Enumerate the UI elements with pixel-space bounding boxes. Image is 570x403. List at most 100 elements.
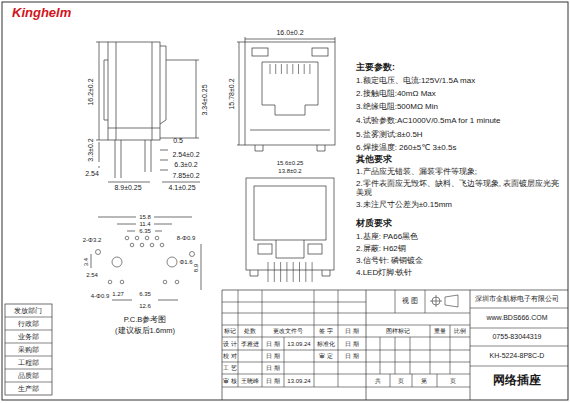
title-block-cell: 日 期: [266, 353, 280, 360]
drawing-stroke: [120, 280, 124, 284]
dimension-text: 3.4: [83, 258, 90, 266]
drawing-stroke: [99, 142, 100, 162]
drawing-stroke: [366, 387, 470, 388]
drawing-stroke: [130, 243, 134, 247]
title-block-cell: 审 核: [223, 377, 237, 384]
drawing-stroke: [163, 280, 167, 284]
title-block-cell: 王晓峰: [241, 377, 259, 384]
drawing-stroke: [436, 295, 437, 307]
note-text: 3.绝缘电阻:500MΩ Min: [356, 102, 438, 111]
department-cell: 行政部: [18, 320, 39, 327]
dimension-text: 2.54: [85, 170, 99, 178]
note-text: 4.LED灯脚:铁针: [356, 268, 412, 277]
title-block-cell: 更改文件号: [273, 328, 303, 335]
title-block-cell: 日 期: [266, 340, 280, 347]
drawing-stroke: [450, 325, 451, 337]
drawing-stroke: [284, 337, 285, 387]
drawing-stroke: [166, 60, 199, 61]
drawing-stroke: [140, 243, 144, 247]
drawing-stroke: [5, 369, 52, 370]
dimension-text: 2.54: [86, 272, 98, 279]
dimension-text: 6.35: [139, 228, 151, 235]
view-symbol: [430, 295, 458, 307]
dimension-text: 3.3±0.2: [87, 138, 95, 161]
title-block-cell: 13.09.24: [287, 377, 310, 384]
dimension-text: 1.27: [112, 291, 124, 298]
title-block-cell: 日 期: [345, 353, 359, 360]
dimension-text: 15.78±0.2: [228, 78, 236, 109]
drawing-stroke: [314, 290, 315, 387]
title-block-cell: 页: [450, 377, 456, 384]
drawing-stroke: [270, 64, 271, 74]
drawing-stroke: [437, 374, 438, 387]
drawing-stroke: [262, 290, 263, 387]
drawing-stroke: [99, 166, 100, 168]
title-block-cell: 处数: [244, 328, 256, 335]
drawing-stroke: [245, 42, 335, 145]
dimension-text: 12.6: [139, 303, 151, 310]
note-text: 2.零件表面应无毁坏、缺料、飞边等现象, 表面镀层应光亮美观: [356, 179, 561, 197]
title-block-cell: 校 对: [223, 353, 237, 360]
dimension-text: 8.9±0.25: [114, 184, 141, 192]
note-text: 4.试验参数:AC1000V/0.5mA for 1 minute: [356, 116, 501, 125]
drawing-stroke: [5, 356, 52, 357]
drawing-stroke: [250, 130, 330, 131]
drawing-stroke: [99, 42, 100, 140]
drawing-stroke: [308, 244, 322, 254]
drawing-stroke: [276, 240, 304, 258]
note-text: 2.屏蔽: H62铜: [356, 244, 406, 253]
dimension-text: 8-Φ0.9: [177, 235, 195, 242]
note-text: 3.未注尺寸公差为±0.15mm: [356, 200, 452, 209]
drawing-stroke: [160, 170, 168, 171]
drawing-stroke: [222, 362, 366, 363]
title-block-info: 深圳市金航标电子有限公司: [475, 295, 559, 303]
drawing-stroke: [366, 290, 367, 400]
drawing-stroke: [96, 42, 108, 43]
drawing-stroke: [262, 62, 318, 115]
drawing-stroke: [239, 42, 240, 145]
dimension-text: 16.0±0.2: [276, 29, 303, 37]
drawing-stroke: [160, 160, 168, 161]
drawing-stroke: [298, 64, 299, 74]
title-block-cell: 标准化: [317, 340, 335, 347]
drawing-stroke: [430, 325, 431, 337]
department-cell: 品质部: [18, 372, 39, 379]
title-block-cell: 标记: [224, 328, 236, 335]
drawing-stroke: [108, 128, 160, 129]
drawing-stroke: [338, 290, 339, 387]
drawing-stroke: [175, 280, 179, 284]
dimension-text: 2-Φ3.2: [83, 237, 101, 244]
drawing-stroke: [222, 374, 366, 375]
drawing-stroke: [395, 337, 396, 374]
drawing-stroke: [312, 262, 313, 282]
drawing-stroke: [380, 337, 381, 374]
drawing-stroke: [98, 217, 136, 218]
drawing-stroke: [238, 290, 239, 387]
drawing-stroke: [112, 300, 132, 301]
drawing-stroke: [135, 236, 139, 240]
drawing-stroke: [246, 178, 334, 270]
drawing-stroke: [250, 270, 330, 276]
drawing-stroke: [151, 140, 152, 172]
title-block-cell: 第: [421, 377, 427, 384]
drawing-stroke: [430, 337, 431, 374]
drawing-stroke: [335, 37, 336, 42]
department-cell: 生产部: [18, 385, 39, 392]
drawing-stroke: [154, 217, 192, 218]
title-block-info: 0755-83044319: [492, 333, 541, 341]
drawing-stroke: [237, 42, 245, 43]
department-cell: 发放部门: [14, 307, 42, 314]
drawing-stroke: [470, 346, 568, 347]
drawing-stroke: [366, 337, 470, 338]
drawing-stroke: [5, 330, 52, 331]
drawing-stroke: [116, 42, 117, 140]
drawing-stroke: [104, 60, 108, 120]
drawing-stroke: [287, 64, 288, 74]
title-block-cell: 设 计: [223, 340, 237, 347]
drawing-stroke: [412, 374, 413, 387]
drawing-stroke: [152, 42, 153, 140]
department-cell: 业务部: [18, 333, 39, 340]
